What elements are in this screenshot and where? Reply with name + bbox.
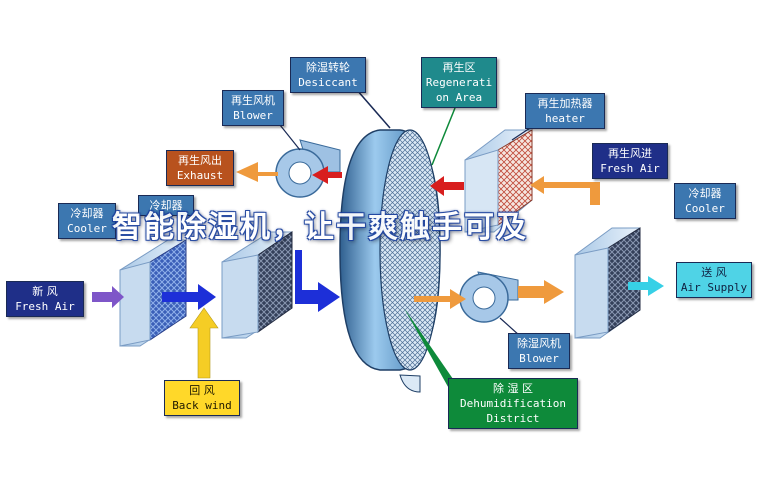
label-regen-blower: 再生风机 Blower (222, 90, 284, 126)
label-cooler-left-zh: 冷却器 (70, 207, 104, 220)
label-exhaust-en: Exhaust (176, 169, 224, 182)
cooler-right-unit (574, 227, 641, 339)
label-regen-heater: 再生加热器 heater (525, 93, 605, 129)
label-fresh-air-en: Fresh Air (15, 300, 75, 313)
label-exhaust-zh: 再生风出 (178, 154, 222, 167)
overlay-title: 智能除湿机，让干爽触手可及 (112, 210, 528, 245)
label-dehum-blower-en: Blower (519, 352, 559, 365)
label-regen-area-en1: Regenerati (425, 76, 493, 89)
label-regen-fresh-air: 再生风进 Fresh Air (592, 143, 668, 179)
label-cooler-left: 冷却器 Cooler (58, 203, 116, 239)
label-fresh-air-zh: 新 风 (32, 285, 58, 298)
label-fresh-air: 新 风 Fresh Air (6, 281, 84, 317)
regen-heater-unit (464, 129, 533, 233)
label-regen-area: 再生区 Regenerati on Area (421, 57, 497, 108)
label-back-wind: 回 风 Back wind (164, 380, 240, 416)
label-regen-fresh-air-zh: 再生风进 (608, 147, 652, 160)
regen-blower-unit (275, 139, 341, 198)
label-dehum-blower: 除湿风机 Blower (508, 333, 570, 369)
label-desiccant: 除湿转轮 Desiccant (290, 57, 366, 93)
label-air-supply: 送 风 Air Supply (676, 262, 752, 298)
label-air-supply-zh: 送 风 (701, 266, 727, 279)
label-cooler-right-zh: 冷却器 (688, 187, 722, 200)
label-regen-heater-zh: 再生加热器 (537, 97, 593, 110)
label-exhaust: 再生风出 Exhaust (166, 150, 234, 186)
cooler-left-unit-2 (221, 231, 293, 339)
label-cooler-left-en: Cooler (67, 222, 107, 235)
cooler-left-unit (119, 239, 187, 347)
label-cooler-left-2: 冷却器 (138, 195, 194, 216)
label-air-supply-en: Air Supply (680, 281, 748, 294)
label-regen-area-zh: 再生区 (442, 61, 476, 74)
label-desiccant-zh: 除湿转轮 (306, 61, 350, 74)
label-cooler-right: 冷却器 Cooler (674, 183, 736, 219)
label-desiccant-en: Desiccant (298, 76, 358, 89)
airflow-arrows (92, 81, 664, 394)
label-dehum-district-en1: Dehumidification (460, 397, 566, 410)
label-regen-heater-en: heater (545, 112, 585, 125)
dehum-blower-unit (459, 271, 519, 323)
desiccant-wheel (339, 129, 441, 393)
label-cooler-left-2-zh: 冷却器 (149, 199, 183, 212)
label-regen-blower-zh: 再生风机 (231, 94, 275, 107)
label-back-wind-zh: 回 风 (189, 384, 215, 397)
label-cooler-right-en: Cooler (685, 202, 725, 215)
label-dehum-district-en2: District (486, 412, 540, 425)
label-regen-fresh-air-en: Fresh Air (600, 162, 660, 175)
label-dehum-district-zh: 除 湿 区 (493, 382, 533, 395)
label-back-wind-en: Back wind (172, 399, 232, 412)
label-dehum-district: 除 湿 区 Dehumidification District (448, 378, 578, 429)
label-dehum-blower-zh: 除湿风机 (517, 337, 561, 350)
label-regen-area-en2: on Area (435, 91, 483, 104)
label-regen-blower-en: Blower (233, 109, 273, 122)
